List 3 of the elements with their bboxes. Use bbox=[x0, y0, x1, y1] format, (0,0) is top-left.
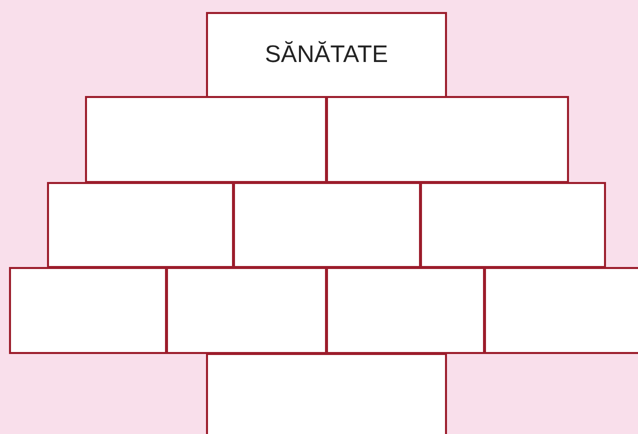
label-text: SĂNĂTATE bbox=[264, 41, 388, 69]
brick-box bbox=[206, 12, 447, 98]
empty-box bbox=[206, 353, 447, 434]
